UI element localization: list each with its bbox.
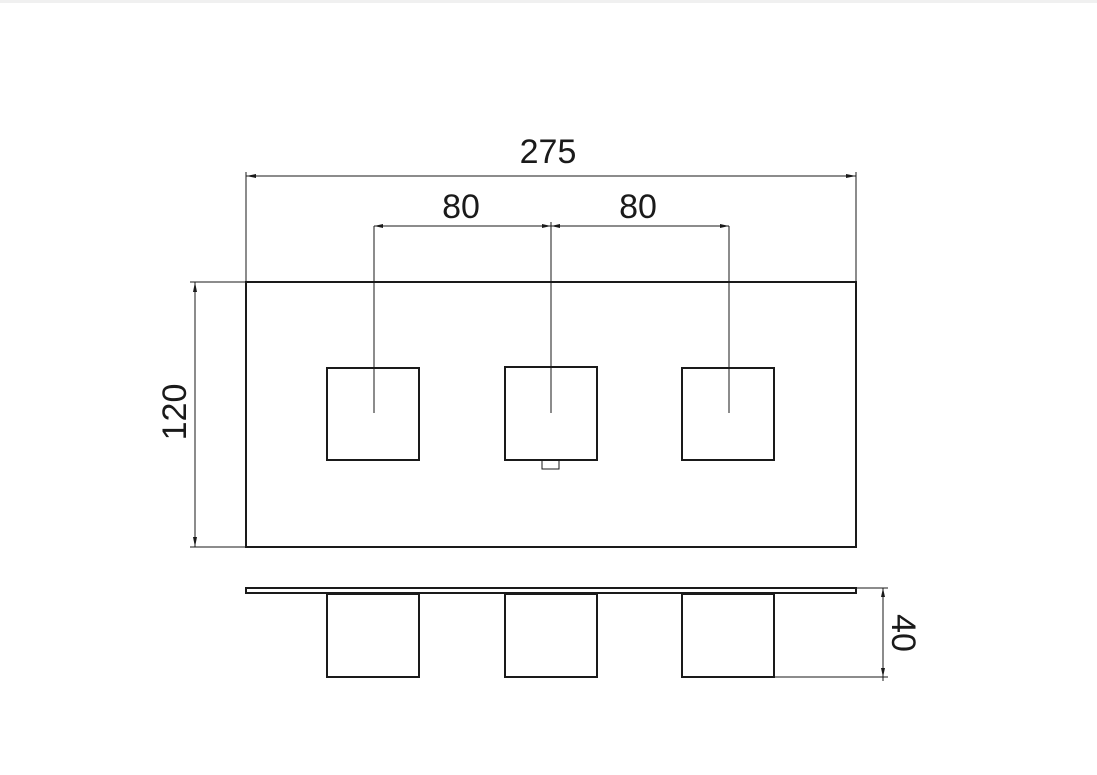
faceplate-side xyxy=(245,587,857,594)
arrow-down-icon xyxy=(881,668,885,677)
dim-label-overall-width: 275 xyxy=(520,133,577,171)
dim-label-spacing-left: 80 xyxy=(442,188,480,226)
knob-center-tab xyxy=(541,459,560,470)
arrow-icon xyxy=(542,224,551,228)
knob-right-side xyxy=(681,593,775,678)
dim-label-depth: 40 xyxy=(884,614,922,652)
knob-left-side xyxy=(326,593,420,678)
knob-right-front xyxy=(681,367,775,461)
arrow-icon xyxy=(374,224,383,228)
knob-center-side xyxy=(504,593,598,678)
arrow-up-icon xyxy=(193,282,197,292)
arrow-right-icon xyxy=(846,174,856,178)
arrow-icon xyxy=(551,224,560,228)
top-border xyxy=(0,0,1097,3)
arrow-down-icon xyxy=(193,537,197,547)
arrow-icon xyxy=(720,224,729,228)
dim-label-height: 120 xyxy=(156,384,194,441)
arrow-up-icon xyxy=(881,588,885,597)
arrow-left-icon xyxy=(246,174,256,178)
knob-left-front xyxy=(326,367,420,461)
dim-label-spacing-right: 80 xyxy=(619,188,657,226)
